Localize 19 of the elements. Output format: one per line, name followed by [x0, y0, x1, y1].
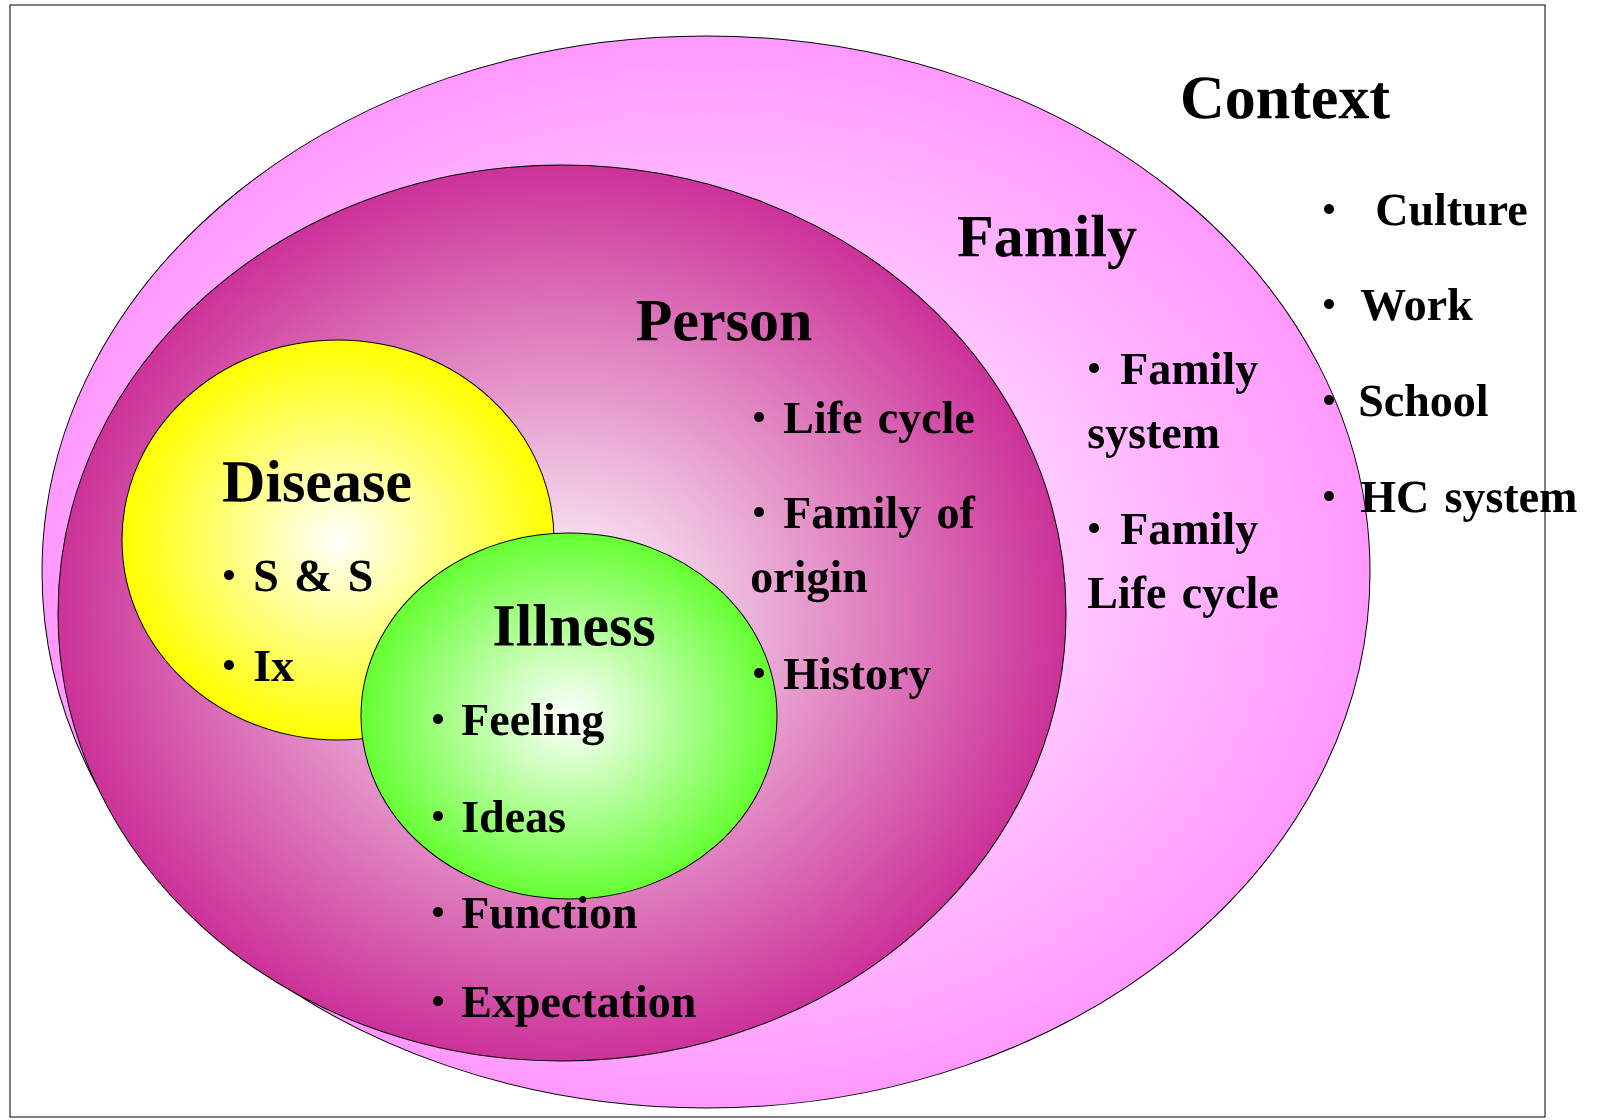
bullet-item: Culture	[1324, 193, 1527, 226]
bullet-item: Life cycle	[754, 400, 974, 443]
bullet-item: Family of origin	[751, 495, 976, 603]
bullet-item: Family Life cycle	[1088, 512, 1278, 618]
heading: Person	[636, 301, 812, 341]
bullet-item: Function	[433, 896, 637, 929]
heading: Illness	[494, 603, 655, 647]
bullet-item: Expectation	[433, 985, 696, 1027]
bullet-item: Family system	[1088, 352, 1258, 458]
heading: Context	[1183, 77, 1390, 119]
bullet-item: Ideas	[433, 800, 565, 833]
bullet-item: Feeling	[433, 703, 604, 746]
bullet-item: Work	[1324, 288, 1473, 321]
bullet-item: School	[1324, 384, 1488, 417]
heading: Family	[958, 214, 1137, 270]
bullet-item: History	[754, 657, 931, 699]
heading: Disease	[223, 459, 411, 503]
bullet-item: S & S	[224, 560, 372, 592]
bullet-item: Ix	[224, 650, 294, 681]
